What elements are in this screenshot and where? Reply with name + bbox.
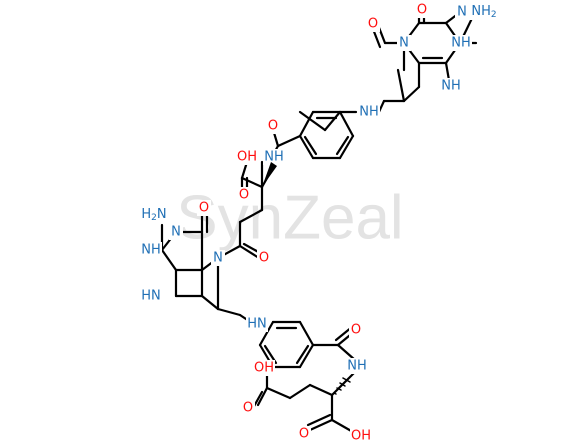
- label-low-linker-nh: HN: [247, 317, 267, 332]
- label-mid-nh-amide: NH: [264, 150, 284, 165]
- label-top-o-keto: O: [417, 3, 427, 18]
- label-low-oh-acid: OH: [254, 361, 274, 376]
- label-mid-o-acyl: O: [259, 251, 269, 266]
- stereo-bonds: [262, 162, 351, 395]
- label-top-n-formyl: N: [399, 36, 409, 51]
- label-left-nh-2: HN: [141, 289, 161, 304]
- label-top-nh-1: NH: [451, 36, 471, 51]
- label-left-o-keto: O: [199, 201, 209, 216]
- watermark: SynZeal: [176, 184, 403, 253]
- atom-labels: NH2 N O N O NH NH NH O NH OH O H2N N O N…: [137, 2, 504, 444]
- wedge-bond: [262, 162, 277, 187]
- label-left-nh-1: NH: [141, 243, 161, 258]
- label-mid-o-amide: O: [268, 119, 278, 134]
- label-low-o-acid2: O: [299, 427, 309, 442]
- hashed-bond: [333, 377, 351, 395]
- label-low-o-amide: O: [351, 323, 361, 338]
- label-low-oh-acid2: OH: [351, 429, 371, 444]
- label-left-n-acyl: N: [213, 251, 223, 266]
- label-low-o-acid1: O: [243, 401, 253, 416]
- label-left-nh2: H2N: [141, 207, 166, 224]
- label-top-o-formyl: O: [368, 17, 378, 32]
- label-mid-o-acid: O: [239, 188, 249, 203]
- label-top-nh-2: NH: [441, 79, 461, 94]
- label-mid-oh-acid: OH: [237, 150, 257, 165]
- label-top-linker-nh: NH: [359, 105, 379, 120]
- label-low-nh-amide: NH: [347, 359, 367, 374]
- label-top-nh2: NH2: [471, 4, 496, 21]
- label-left-n-ring: N: [171, 225, 181, 240]
- label-top-n-ring: N: [457, 5, 467, 20]
